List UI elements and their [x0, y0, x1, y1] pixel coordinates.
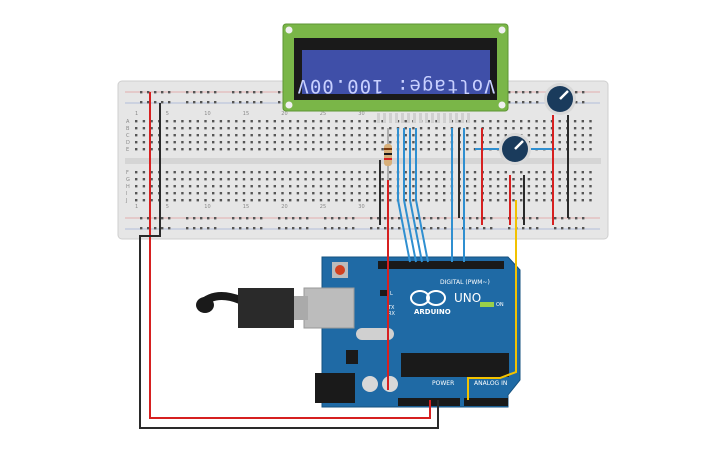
lcd-module[interactable]: Voltage: 100.00V [282, 23, 509, 123]
column-number: 15 [243, 204, 249, 210]
row-letter: D [126, 140, 130, 146]
arduino-brand-label: ARDUINO [414, 308, 451, 316]
wire-red-5v [149, 92, 431, 419]
lcd-display-text: Voltage: 100.00V [296, 75, 495, 97]
potentiometer-2[interactable] [499, 133, 531, 165]
column-number: 25 [320, 111, 326, 117]
lcd-screen [302, 50, 490, 94]
analog-header-label: ANALOG IN [474, 380, 507, 387]
arduino-uno[interactable]: ARDUINO UNO DIGITAL (PWM~) POWER ANALOG … [303, 256, 521, 408]
column-number: 1 [135, 111, 138, 117]
arduino-logo-icon [410, 290, 446, 306]
row-letter: I [126, 191, 127, 197]
tx-led-label: TX [387, 305, 395, 311]
column-number: 20 [281, 111, 287, 117]
column-number: 30 [358, 204, 364, 210]
row-letter: F [126, 170, 129, 176]
potentiometer-1[interactable] [544, 83, 576, 115]
column-number: 20 [281, 204, 287, 210]
rx-led-label: RX [388, 311, 395, 317]
column-number: 15 [243, 111, 249, 117]
row-letter: C [126, 133, 130, 139]
row-letter: A [126, 119, 130, 125]
row-letter: H [126, 184, 130, 190]
lcd-pin-header [377, 113, 470, 123]
column-number: 5 [166, 111, 169, 117]
column-number: 10 [204, 111, 210, 117]
row-letter: G [126, 177, 130, 183]
wire-black-gnd [139, 103, 439, 429]
column-number: 5 [166, 204, 169, 210]
on-led-label: ON [496, 302, 504, 308]
wires [139, 92, 569, 429]
row-letter: B [126, 126, 130, 132]
row-letter: E [126, 147, 129, 153]
column-number: 10 [204, 204, 210, 210]
power-header-label: POWER [432, 380, 454, 387]
wire-yellow-analog [467, 200, 517, 400]
column-number: 25 [320, 204, 326, 210]
row-letter: J [125, 198, 127, 204]
column-number: 30 [358, 111, 364, 117]
usb-cable[interactable] [196, 288, 308, 328]
arduino-model-label: UNO [454, 291, 481, 305]
resistor[interactable] [384, 128, 392, 180]
l-led-label: L [390, 291, 393, 297]
digital-header-label: DIGITAL (PWM~) [440, 279, 490, 286]
column-number: 1 [135, 204, 138, 210]
